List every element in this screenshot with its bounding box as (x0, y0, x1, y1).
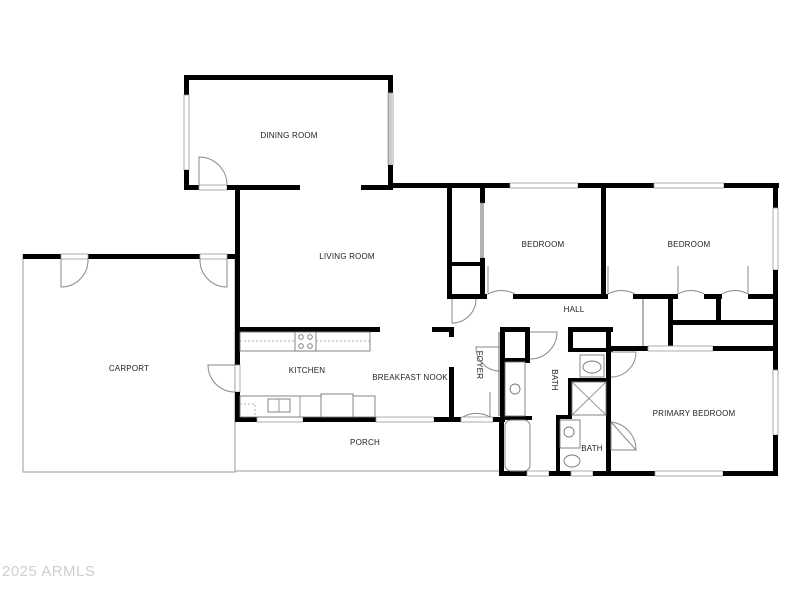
label-bath-1: BATH (550, 369, 559, 391)
label-bedroom-1: BEDROOM (522, 240, 565, 249)
bathtub-icon (504, 419, 531, 472)
label-kitchen: KITCHEN (289, 366, 326, 375)
label-porch: PORCH (350, 438, 380, 447)
interior-walls (235, 183, 778, 476)
toilet-icon-bath2 (563, 454, 581, 468)
doors (207, 266, 749, 452)
label-bedroom-2: BEDROOM (668, 240, 711, 249)
watermark: 2025 ARMLS (2, 563, 96, 580)
label-primary-bedroom: PRIMARY BEDROOM (653, 409, 736, 418)
fridge-icon (320, 393, 354, 418)
label-dining-room: DINING ROOM (260, 131, 317, 140)
room-labels: DINING ROOM LIVING ROOM BEDROOM BEDROOM … (109, 131, 736, 453)
toilet-icon (582, 360, 602, 374)
dining-room-walls (183, 75, 394, 191)
label-living-room: LIVING ROOM (319, 252, 375, 261)
carport-area (22, 253, 237, 473)
stove-icon (294, 331, 317, 352)
label-bath-2: BATH (581, 444, 603, 453)
label-foyer: FOYER (475, 351, 484, 380)
bath-fixtures (504, 354, 607, 472)
label-hall: HALL (564, 305, 585, 314)
label-breakfast-nook: BREAKFAST NOOK (372, 373, 448, 382)
sink-icon-bath1 (509, 383, 521, 395)
label-carport: CARPORT (109, 364, 149, 373)
kitchen-fixtures (239, 331, 376, 418)
